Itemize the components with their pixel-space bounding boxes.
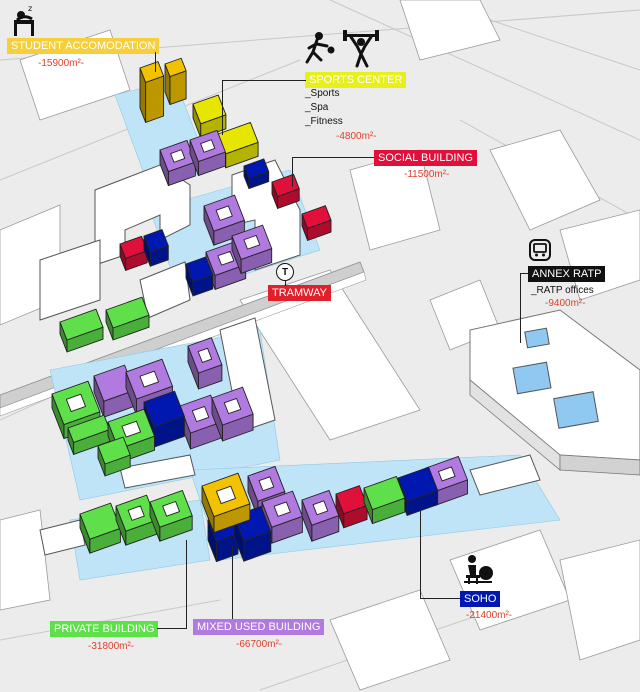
mixed-block-6 (187, 337, 223, 390)
home-office-icon-box (462, 553, 494, 585)
student-icon-box: z (12, 2, 38, 38)
leader-ratp-h (520, 273, 528, 274)
sleeping-student-icon: z (14, 4, 34, 36)
student-label: STUDENT ACCOMODATION (7, 38, 160, 54)
leader-private-v (186, 540, 187, 628)
private-block-1 (59, 308, 104, 353)
leader-social-h (292, 157, 374, 158)
ratp-item-offices: _RATP offices (531, 285, 594, 296)
mixed-block-2 (189, 129, 226, 177)
home-office-icon (464, 555, 493, 584)
bus-icon-box (529, 239, 551, 261)
social-block-1 (271, 173, 300, 209)
mixed-block-3 (203, 194, 245, 246)
leader-sports-v (222, 80, 223, 135)
bus-icon (529, 239, 551, 261)
soho-block-1 (243, 158, 270, 190)
social-block-3 (119, 235, 148, 271)
student-court-block (201, 472, 251, 534)
sports-label: SPORTS CENTER (305, 72, 407, 88)
sports-icon-box (305, 30, 385, 70)
soho-block-3 (185, 256, 214, 297)
sports-block-1 (192, 94, 227, 139)
private-block-2 (105, 296, 150, 341)
private-label: PRIVATE BUILDING (50, 621, 159, 637)
soho-label: SOHO (460, 591, 501, 607)
leader-mixed-v (232, 545, 233, 619)
student-tower-2 (164, 57, 187, 106)
soho-block-6 (233, 505, 272, 562)
sports-icon (305, 30, 379, 68)
private-area: -31800m²- (88, 641, 135, 652)
leader-soho-v (420, 510, 421, 599)
private-block-6 (97, 436, 131, 477)
leader-student-v (155, 52, 156, 72)
social-block-2 (301, 205, 332, 241)
leader-sports-h (222, 80, 306, 81)
private-block-7 (79, 502, 121, 554)
leader-tram-v (285, 281, 286, 286)
sports-item-spa: _Spa (305, 102, 329, 113)
mixed-block-13 (301, 489, 340, 542)
leader-private-h (157, 628, 187, 629)
leader-ratp-v (520, 273, 521, 343)
soho-area: -21400m²- (466, 610, 513, 621)
sports-item-sports: _Sports (305, 88, 340, 99)
tramway-label: TRAMWAY (268, 285, 331, 301)
tram-stop-icon: T (276, 263, 294, 281)
mixed-block-10 (211, 386, 254, 442)
leader-soho-h (420, 598, 460, 599)
tram-stop-badge: T (281, 267, 289, 278)
ratp-area: -9400m²- (545, 298, 586, 309)
social-area: -11500m²- (404, 169, 450, 180)
soho-block-2 (143, 229, 169, 267)
ratp-annex-building (469, 309, 640, 476)
student-area: -15900m²- (38, 58, 85, 69)
mixed-block-1 (159, 139, 196, 187)
mixed-block-5 (231, 224, 273, 274)
sports-item-fitness: _Fitness (305, 116, 343, 127)
student-tower-1 (139, 61, 165, 123)
mixed-label: MIXED USED BUILDING (193, 619, 325, 635)
private-block-10 (363, 476, 406, 525)
private-block-9 (149, 490, 193, 542)
social-label: SOCIAL BUILDING (374, 150, 477, 166)
sports-area: -4800m²- (336, 131, 377, 142)
svg-text:z: z (28, 4, 32, 13)
ratp-label: ANNEX RATP (528, 266, 606, 282)
private-block-8 (115, 494, 157, 546)
mixed-area: -66700m²- (236, 639, 283, 650)
social-block-4 (335, 485, 368, 529)
leader-social-v (292, 157, 293, 187)
